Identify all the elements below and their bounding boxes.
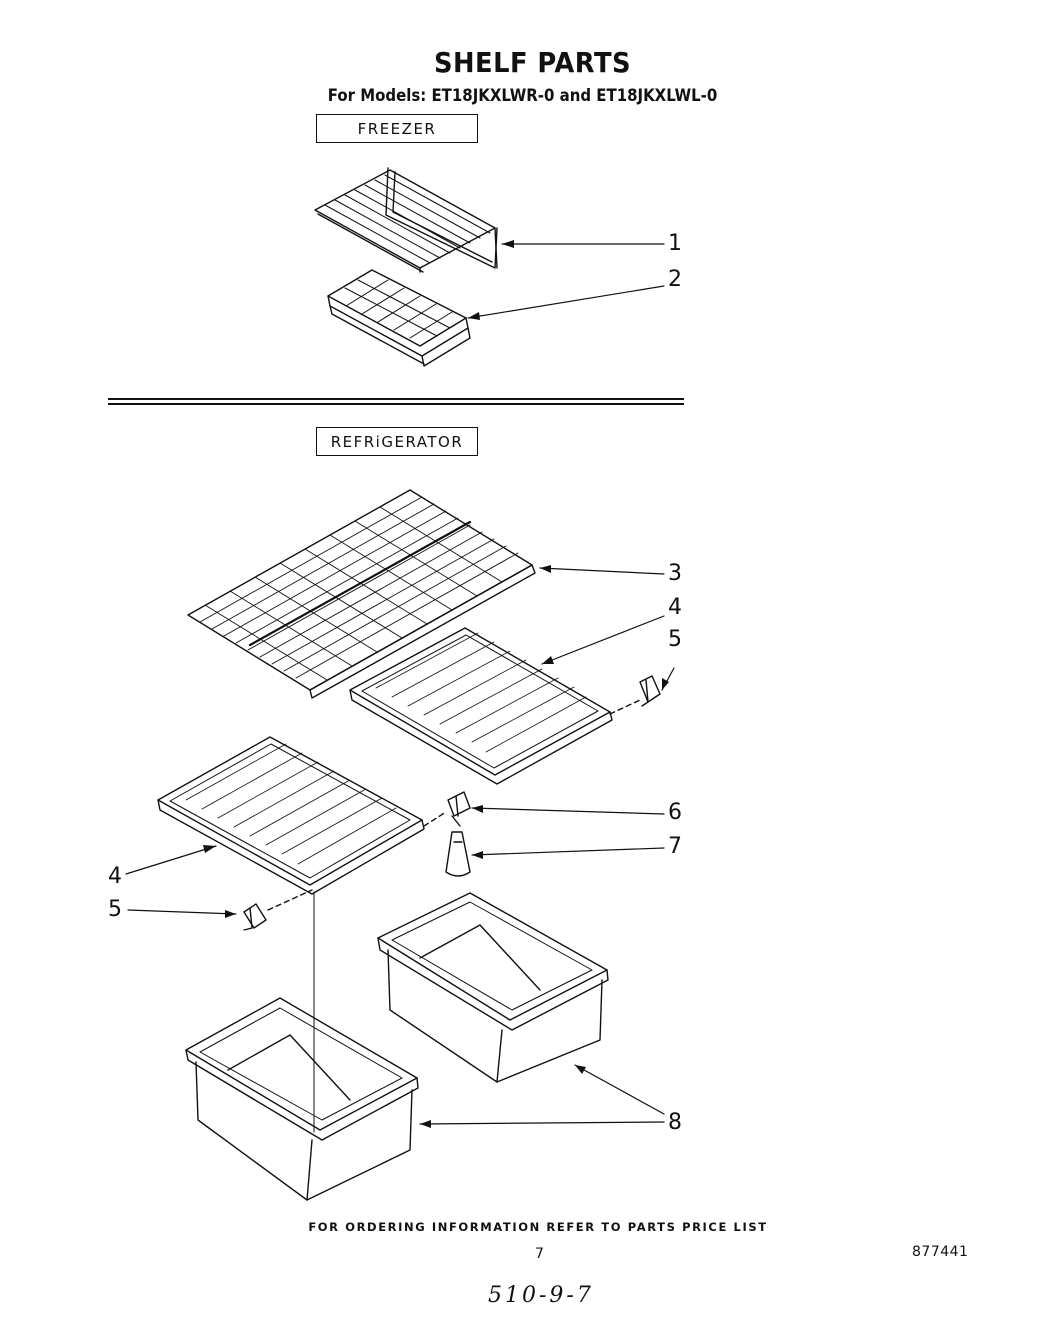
page-number: 7 [535, 1246, 544, 1262]
document-number: 877441 [912, 1244, 969, 1260]
callout-5-left: 5 [108, 897, 122, 922]
handwritten-note: 510-9-7 [488, 1283, 594, 1308]
callout-8: 8 [668, 1110, 682, 1135]
support-clip [423, 791, 471, 827]
section-divider-top [108, 398, 684, 400]
shelf-glide [445, 831, 471, 877]
callout-3: 3 [668, 561, 682, 586]
freezer-wire-shelf [314, 167, 498, 273]
shelf-bracket-right [609, 675, 661, 715]
ordering-information-note: FOR ORDERING INFORMATION REFER TO PARTS … [308, 1220, 768, 1234]
callout-2: 2 [668, 267, 682, 292]
model-subtitle: For Models: ET18JKXLWR-0 and ET18JKXLWL-… [327, 86, 718, 106]
callout-4-right: 4 [668, 595, 682, 620]
crisper-drawer-left [185, 997, 419, 1201]
callout-1: 1 [668, 231, 682, 256]
page-title: SHELF PARTS [433, 46, 631, 79]
ice-cube-tray [327, 269, 471, 367]
callout-5-right: 5 [668, 627, 682, 652]
leader-arrowheads [203, 240, 669, 1128]
section-divider-bottom [108, 403, 684, 405]
callout-7: 7 [668, 834, 682, 859]
refrigerator-section-label: REFRiGERATOR [316, 427, 478, 456]
freezer-section-label: FREEZER [316, 114, 478, 143]
refrigerator-wire-shelf [187, 489, 536, 699]
crisper-drawer-right [377, 892, 609, 1083]
shelf-bracket-left [243, 889, 313, 931]
leader-lines [125, 243, 675, 1125]
callout-4-left: 4 [108, 864, 122, 889]
glass-shelf-left [157, 736, 425, 895]
callout-6: 6 [668, 800, 682, 825]
glass-shelf-right [349, 627, 613, 785]
